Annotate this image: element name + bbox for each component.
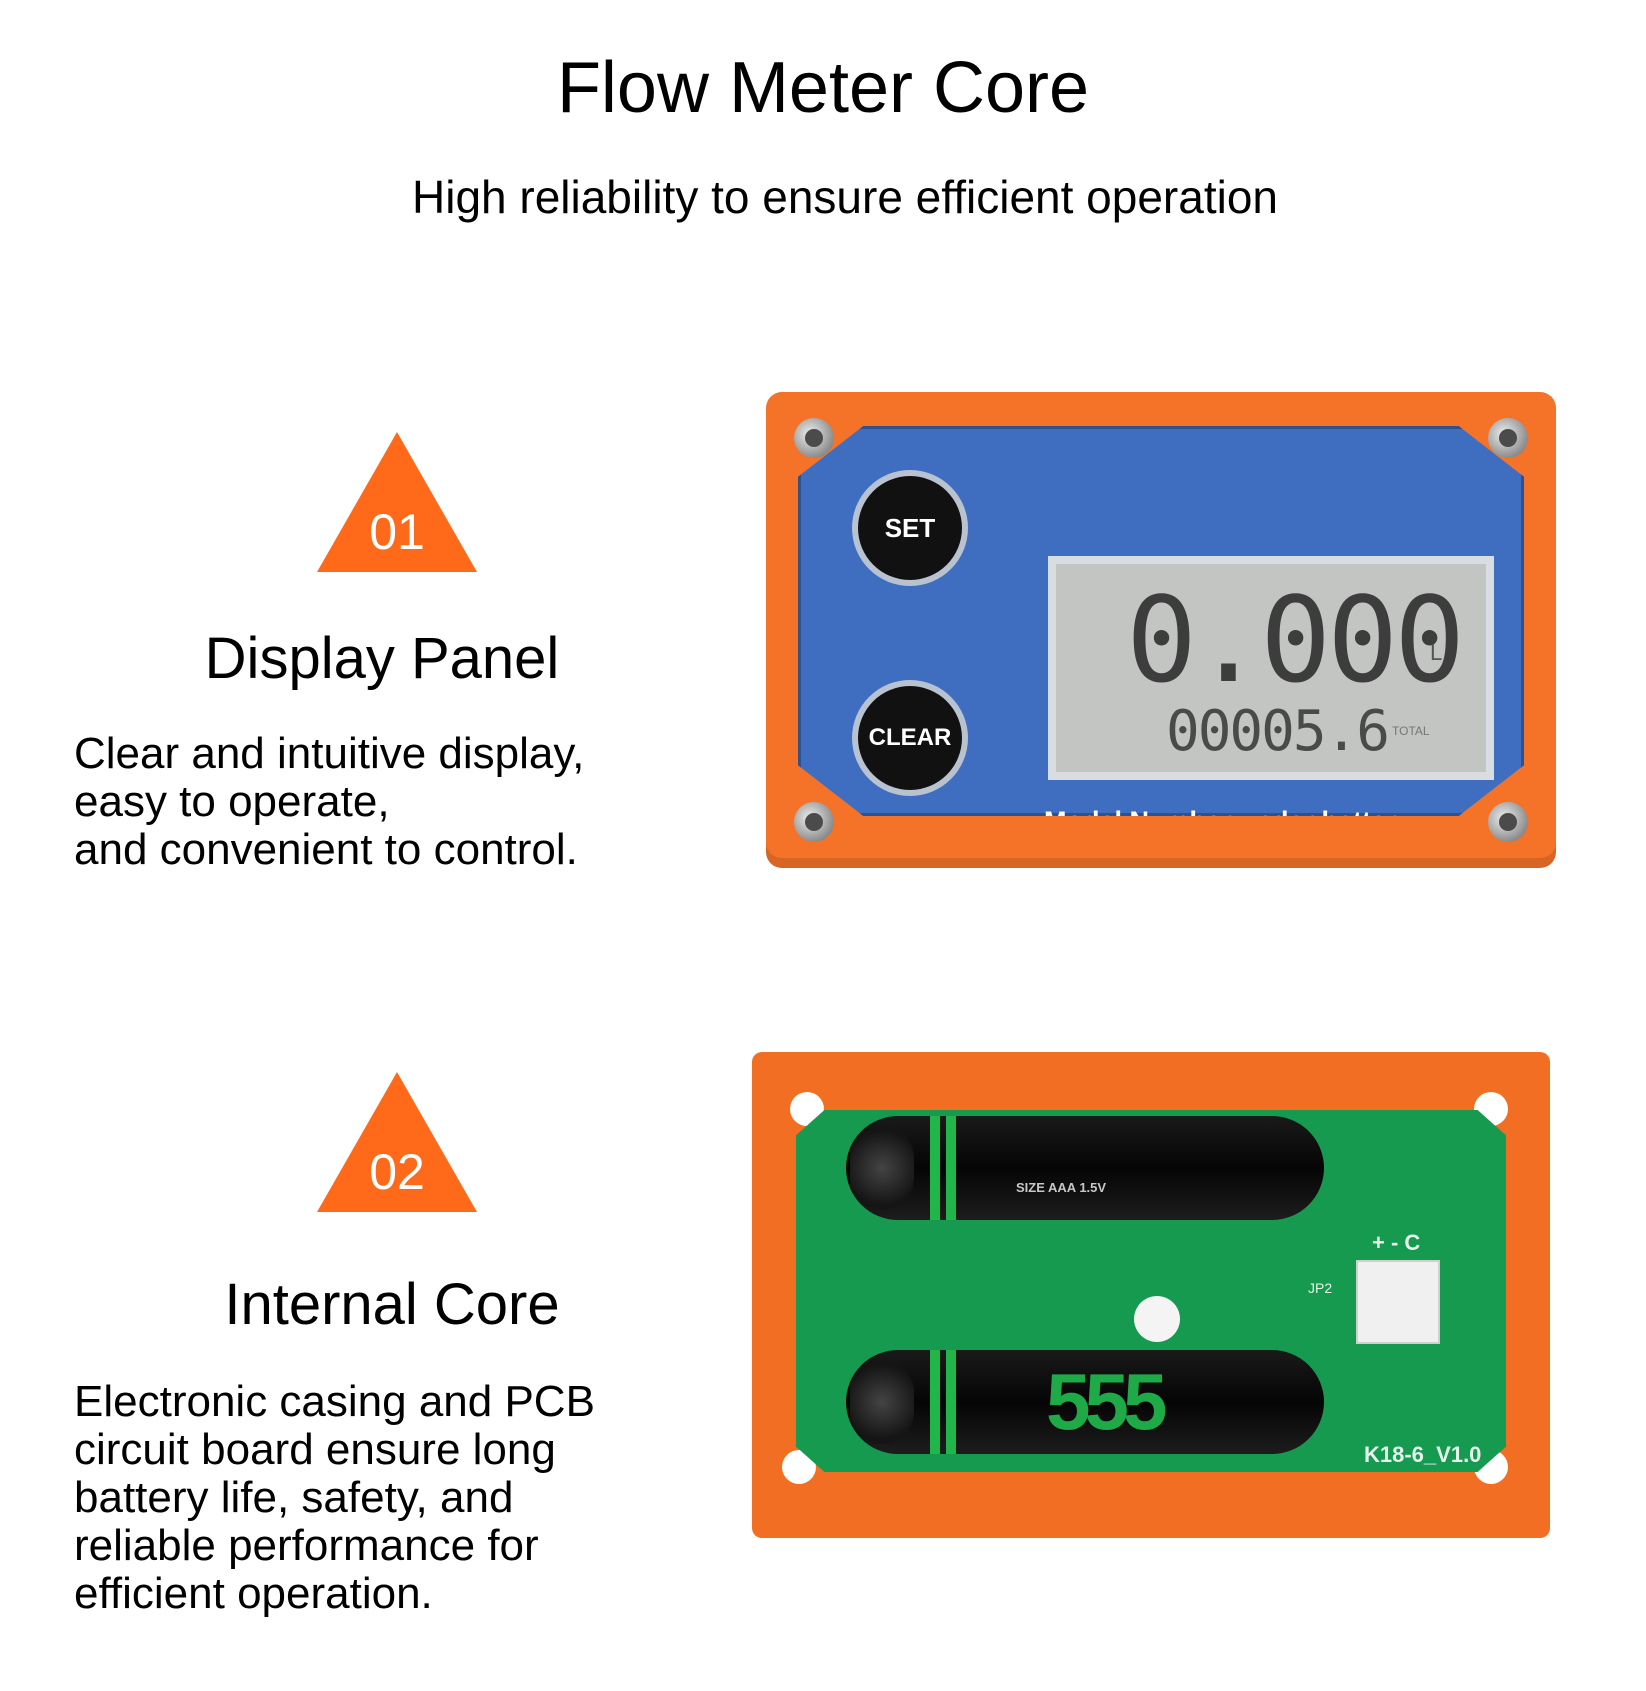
potentiometer — [1134, 1296, 1180, 1342]
lcd-unit: L — [1430, 640, 1443, 665]
battery-stripe — [946, 1350, 956, 1454]
section-description: Electronic casing and PCB circuit board … — [74, 1377, 595, 1618]
section-heading: Display Panel — [204, 626, 560, 691]
lcd-frame: 0.000 L 00005.6 TOTAL — [1048, 556, 1494, 780]
screw-icon — [1488, 802, 1528, 842]
lcd-screen: 0.000 L 00005.6 TOTAL — [1056, 564, 1486, 772]
clear-button: CLEAR — [858, 686, 962, 790]
aaa-battery: SIZE AAA 1.5V — [846, 1116, 1324, 1220]
board-label: K18-6_V1.0 — [1364, 1442, 1482, 1467]
aaa-battery: 555 — [846, 1350, 1324, 1454]
battery-brand: 555 — [1046, 1357, 1168, 1446]
section-heading: Internal Core — [224, 1272, 560, 1337]
lcd-total-reading: 00005.6 — [1166, 699, 1390, 764]
model-number-note: Model Number under battery — [1044, 806, 1412, 836]
connector: + - C — [1356, 1230, 1440, 1344]
battery-cap — [850, 1360, 914, 1444]
jumper-label: JP2 — [1308, 1280, 1333, 1296]
battery-text: SIZE AAA 1.5V — [1016, 1180, 1107, 1195]
screw-icon — [794, 418, 834, 458]
display-panel-image: SET CLEAR 0.000 L 00005.6 TOTAL Model Nu… — [766, 392, 1556, 868]
battery-cap — [850, 1126, 914, 1210]
screw-icon — [1488, 418, 1528, 458]
blue-faceplate: SET CLEAR 0.000 L 00005.6 TOTAL Model Nu… — [798, 426, 1524, 816]
page-subtitle: High reliability to ensure efficient ope… — [412, 171, 1278, 223]
section-number-badge: 01 — [317, 432, 477, 572]
section-number-badge: 02 — [317, 1072, 477, 1212]
battery-stripe — [930, 1350, 940, 1454]
set-button: SET — [858, 476, 962, 580]
internal-core-image: SIZE AAA 1.5V + - C JP2 555 K18-6_V1.0 — [752, 1052, 1550, 1538]
page-title: Flow Meter Core — [556, 48, 1090, 128]
connector-label: + - C — [1372, 1230, 1421, 1255]
lcd-total-label: TOTAL — [1392, 724, 1430, 738]
pcb-board: SIZE AAA 1.5V + - C JP2 555 K18-6_V1.0 — [796, 1110, 1506, 1472]
lcd-main-reading: 0.000 — [1126, 571, 1465, 709]
section-number: 01 — [369, 504, 425, 560]
battery-stripe — [930, 1116, 940, 1220]
section-number: 02 — [369, 1144, 425, 1200]
section-description: Clear and intuitive display, easy to ope… — [74, 729, 585, 874]
screw-icon — [794, 802, 834, 842]
battery-stripe — [946, 1116, 956, 1220]
